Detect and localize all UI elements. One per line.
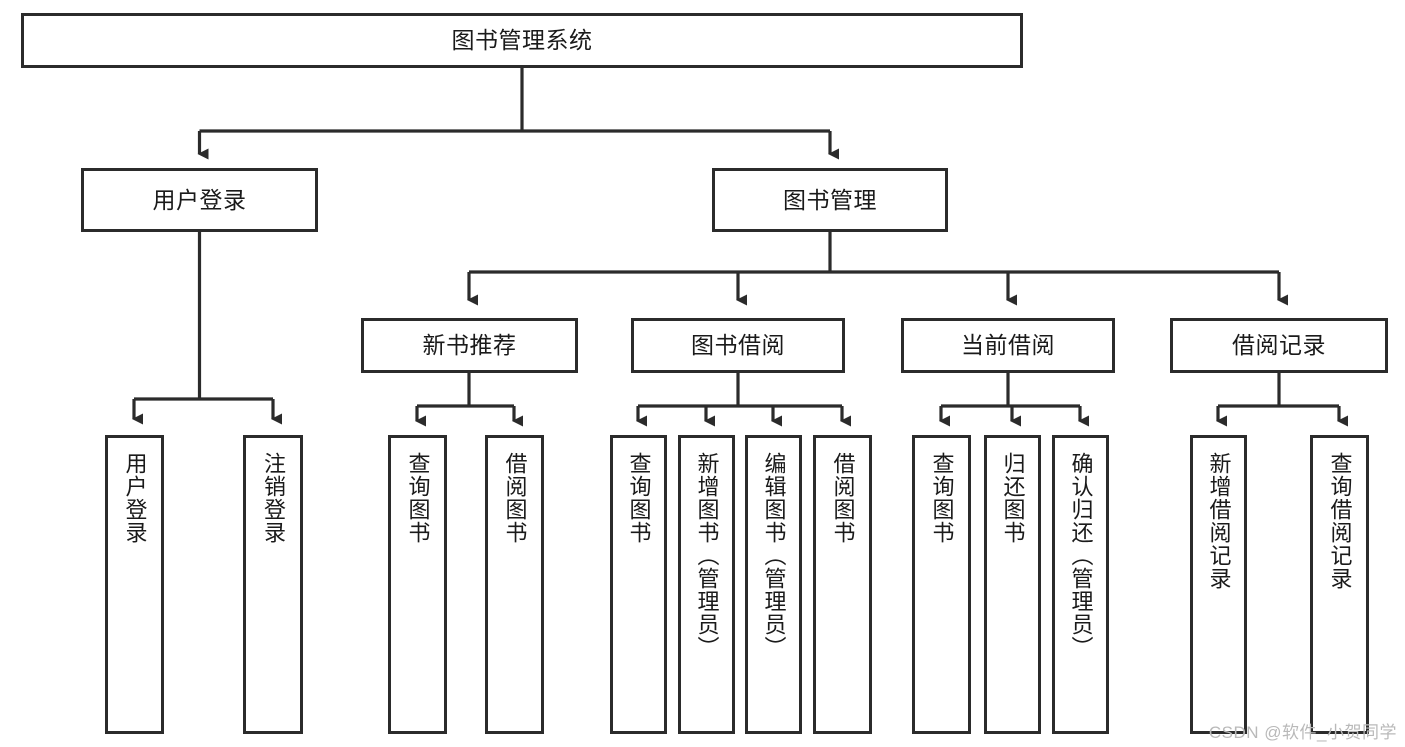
- node-book-manage[interactable]: 图书管理: [712, 168, 948, 232]
- node-leaf-edit-book-label: 编辑图书（管理员）: [761, 452, 787, 659]
- node-root[interactable]: 图书管理系统: [21, 13, 1023, 68]
- node-book-manage-label: 图书管理: [783, 186, 877, 213]
- node-current-borrow[interactable]: 当前借阅: [901, 318, 1115, 373]
- node-leaf-query-book-1[interactable]: 查询图书: [388, 435, 447, 734]
- node-leaf-edit-book[interactable]: 编辑图书（管理员）: [745, 435, 802, 734]
- node-root-label: 图书管理系统: [451, 27, 593, 54]
- node-leaf-query-record[interactable]: 查询借阅记录: [1310, 435, 1369, 734]
- node-leaf-query-book-3-label: 查询图书: [929, 452, 955, 544]
- node-new-book-rec[interactable]: 新书推荐: [361, 318, 578, 373]
- node-borrow-record-label: 借阅记录: [1232, 332, 1326, 359]
- node-user-login-label: 用户登录: [152, 186, 247, 213]
- node-leaf-add-book-label: 新增图书（管理员）: [694, 452, 720, 659]
- node-leaf-borrow-book-2[interactable]: 借阅图书: [813, 435, 872, 734]
- node-leaf-borrow-book-2-label: 借阅图书: [830, 452, 856, 544]
- node-leaf-query-book-1-label: 查询图书: [405, 452, 431, 544]
- node-leaf-add-book[interactable]: 新增图书（管理员）: [678, 435, 735, 734]
- node-leaf-logout[interactable]: 注销登录: [243, 435, 303, 734]
- node-borrow-record[interactable]: 借阅记录: [1170, 318, 1388, 373]
- node-leaf-query-book-2-label: 查询图书: [626, 452, 652, 544]
- node-leaf-query-book-2[interactable]: 查询图书: [610, 435, 667, 734]
- node-leaf-logout-label: 注销登录: [261, 452, 286, 544]
- node-new-book-rec-label: 新书推荐: [422, 332, 517, 359]
- node-leaf-return-book[interactable]: 归还图书: [984, 435, 1041, 734]
- node-book-borrow[interactable]: 图书借阅: [631, 318, 845, 373]
- node-leaf-add-record[interactable]: 新增借阅记录: [1190, 435, 1247, 734]
- node-leaf-user-login-label: 用户登录: [122, 452, 148, 544]
- node-leaf-confirm-return-label: 确认归还（管理员）: [1068, 452, 1094, 659]
- node-leaf-query-record-label: 查询借阅记录: [1327, 452, 1353, 590]
- node-leaf-borrow-book-1-label: 借阅图书: [502, 452, 528, 544]
- node-book-borrow-label: 图书借阅: [691, 332, 785, 359]
- node-leaf-return-book-label: 归还图书: [1000, 452, 1026, 544]
- node-user-login[interactable]: 用户登录: [81, 168, 318, 232]
- node-leaf-confirm-return[interactable]: 确认归还（管理员）: [1052, 435, 1109, 734]
- watermark-text: CSDN @软件_小贺同学: [1208, 723, 1397, 742]
- node-current-borrow-label: 当前借阅: [961, 332, 1055, 359]
- node-leaf-user-login[interactable]: 用户登录: [105, 435, 164, 734]
- node-leaf-query-book-3[interactable]: 查询图书: [912, 435, 971, 734]
- node-leaf-borrow-book-1[interactable]: 借阅图书: [485, 435, 544, 734]
- node-leaf-add-record-label: 新增借阅记录: [1206, 452, 1232, 590]
